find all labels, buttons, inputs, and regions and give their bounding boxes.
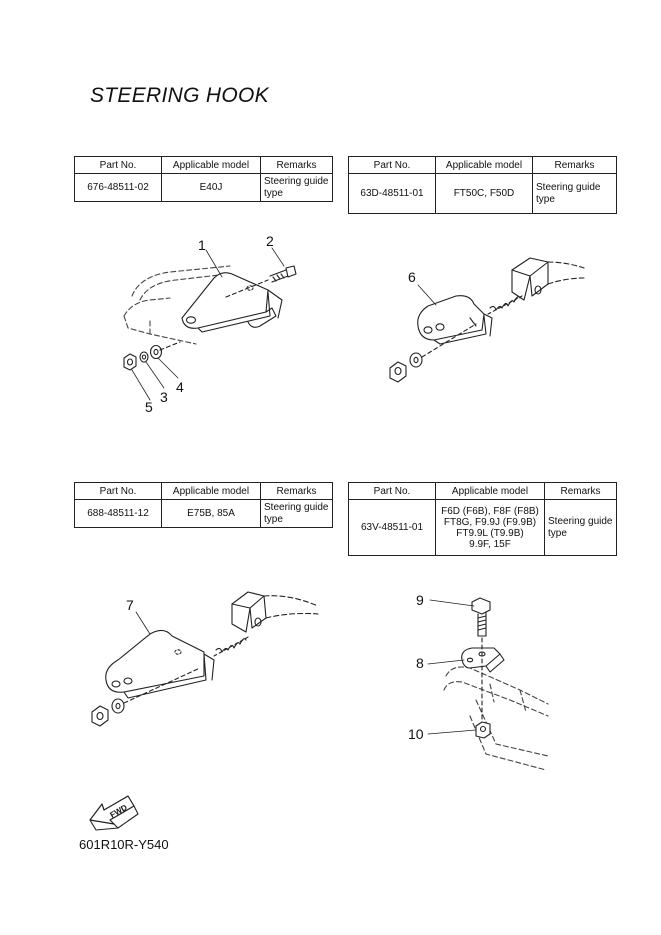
nut-part-5 <box>123 353 137 371</box>
nut-part-10 <box>475 721 491 739</box>
part-number: 676-48511-02 <box>74 173 162 202</box>
washer-part-fig3 <box>111 698 125 714</box>
parts-table-3: Part No. Applicable model Remarks 688-48… <box>74 482 333 528</box>
page-title: STEERING HOOK <box>90 84 269 107</box>
bracket-frame-outline-1 <box>123 265 231 345</box>
bolt-part-2 <box>269 265 297 283</box>
bracket-frame-outline-2 <box>511 257 585 301</box>
leader-line-7 <box>135 611 151 635</box>
remarks: Steering guide type <box>532 173 617 214</box>
remarks: Steering guide type <box>260 173 333 202</box>
coil-spring <box>487 295 523 315</box>
washer-part-4 <box>149 344 163 360</box>
fwd-arrow-icon: FWD <box>89 795 139 831</box>
bolt-part-9 <box>471 597 491 637</box>
steering-hook-part-8 <box>461 647 505 673</box>
model-line: FT8G, F9.9J (F9.9B) <box>443 516 537 528</box>
part-number: 63V-48511-01 <box>348 499 436 556</box>
model-line: F6D (F6B), F8F (F8B) <box>441 505 539 517</box>
assembly-axis-line <box>421 323 477 358</box>
callout-4: 4 <box>176 379 184 395</box>
remarks: Steering guide type <box>544 499 617 556</box>
parts-table-1: Part No. Applicable model Remarks 676-48… <box>74 156 333 202</box>
remarks: Steering guide type <box>260 499 333 528</box>
steering-hook-part-7 <box>105 629 215 699</box>
part-number: 63D-48511-01 <box>348 173 436 214</box>
parts-table-4: Part No. Applicable model Remarks 63V-48… <box>348 482 617 556</box>
callout-9: 9 <box>416 592 424 608</box>
callout-3: 3 <box>160 389 168 405</box>
callout-8: 8 <box>416 655 424 671</box>
callout-1: 1 <box>198 237 206 253</box>
callout-7: 7 <box>126 597 134 613</box>
nut-fig3 <box>91 705 109 727</box>
callout-10: 10 <box>408 726 424 742</box>
leader-lines-1 <box>131 247 285 401</box>
assembly-axis-line <box>159 341 181 351</box>
callout-2: 2 <box>266 233 274 249</box>
callout-5: 5 <box>145 399 153 415</box>
bracket-frame-outline-4 <box>443 666 549 771</box>
applicable-model: FT50C, F50D <box>435 173 533 214</box>
applicable-model: E40J <box>161 173 261 202</box>
leader-line-6 <box>417 284 437 306</box>
callout-6: 6 <box>408 269 416 285</box>
model-line: 9.9F, 15F <box>469 538 511 550</box>
washer-part-fig2 <box>409 352 423 368</box>
leader-lines-4 <box>427 599 477 735</box>
coil-spring <box>213 635 251 657</box>
applicable-model: F6D (F6B), F8F (F8B) FT8G, F9.9J (F9.9B)… <box>435 499 545 556</box>
applicable-model: E75B, 85A <box>161 499 261 528</box>
assembly-axis-line <box>123 667 201 704</box>
nut-fig2 <box>389 361 407 383</box>
spring-washer-part-3 <box>139 351 149 363</box>
diagram-code: 601R10R-Y540 <box>79 837 169 852</box>
parts-table-2: Part No. Applicable model Remarks 63D-48… <box>348 156 617 214</box>
part-number: 688-48511-12 <box>74 499 162 528</box>
bracket-frame-outline-3 <box>231 591 319 633</box>
steering-hook-part-1 <box>181 272 283 333</box>
model-line: FT9.9L (T9.9B) <box>456 527 524 539</box>
